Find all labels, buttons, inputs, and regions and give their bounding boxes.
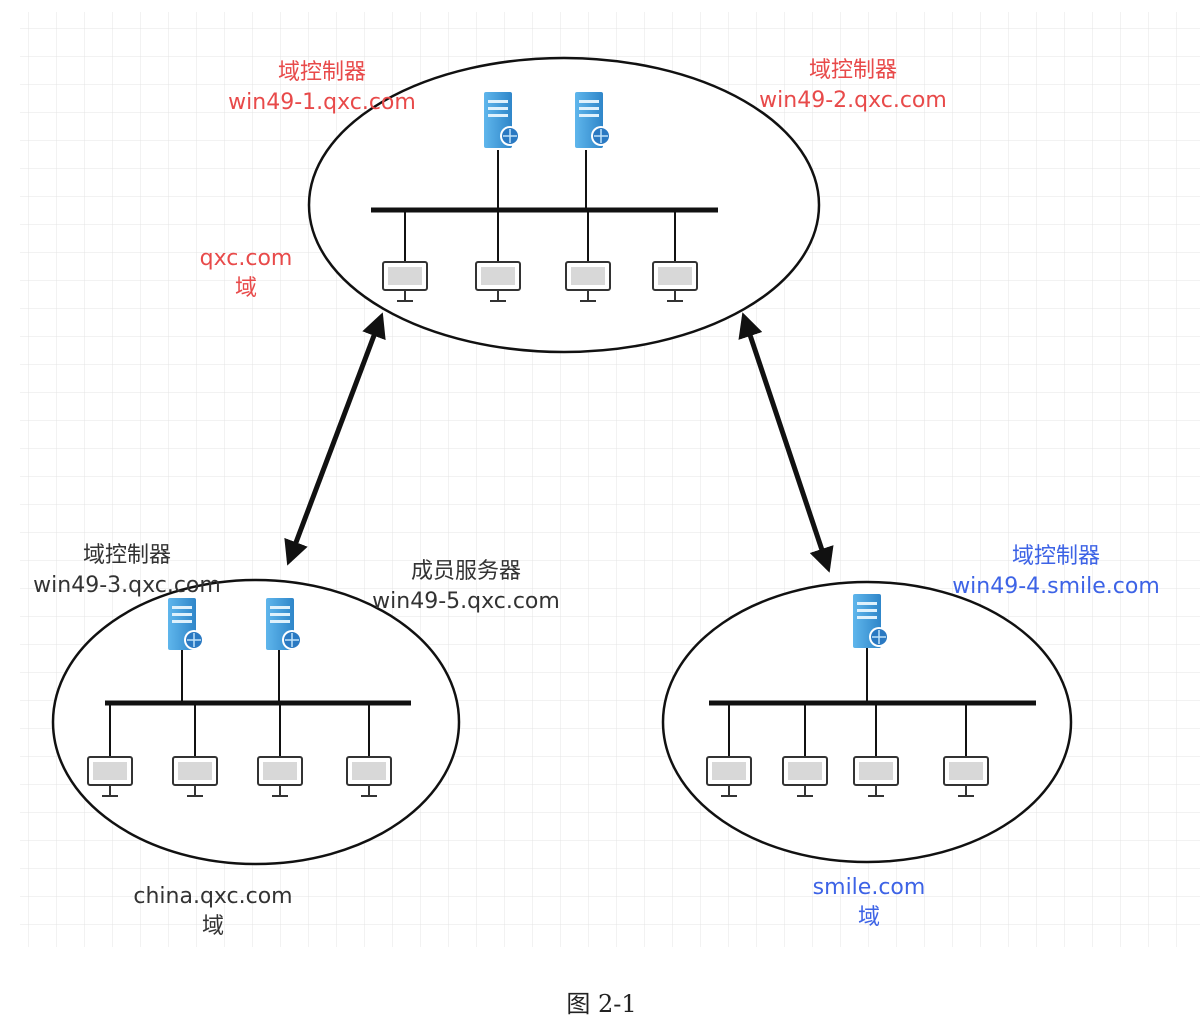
china-domain-ellipse <box>51 578 461 866</box>
server-role: 域控制器 <box>82 543 171 568</box>
figure-caption: 图 2-1 <box>566 990 637 1018</box>
server-role: 域控制器 <box>277 60 366 85</box>
server-icon <box>853 594 889 648</box>
server-role: 成员服务器 <box>410 559 521 584</box>
monitor-icon <box>172 756 218 797</box>
qxc-network <box>371 150 718 262</box>
domain-label-smile: smile.com 域 <box>789 873 949 933</box>
dc-label-win49-1: 域控制器 win49-1.qxc.com <box>222 58 422 118</box>
dc-label-win49-2: 域控制器 win49-2.qxc.com <box>752 56 954 116</box>
domain-suffix: 域 <box>857 905 880 930</box>
smile-domain-ellipse <box>661 580 1073 864</box>
monitor-icon <box>346 756 392 797</box>
dc-label-win49-4: 域控制器 win49-4.smile.com <box>944 542 1168 602</box>
monitor-icon <box>652 261 698 302</box>
server-icon <box>575 92 611 148</box>
server-host: win49-5.qxc.com <box>372 589 560 614</box>
monitor-icon <box>475 261 521 302</box>
monitor-icon <box>853 756 899 797</box>
china-network <box>105 648 411 757</box>
domain-suffix: 域 <box>234 276 257 301</box>
monitor-icon <box>257 756 303 797</box>
domain-suffix: 域 <box>201 914 224 939</box>
monitor-icon <box>943 756 989 797</box>
domain-name: qxc.com <box>199 246 293 271</box>
domain-name: smile.com <box>812 875 926 900</box>
smile-network <box>709 648 1036 757</box>
domain-label-qxc: qxc.com 域 <box>176 244 316 304</box>
server-role: 域控制器 <box>1011 544 1100 569</box>
domain-label-china: china.qxc.com 域 <box>118 882 308 942</box>
monitor-icon <box>565 261 611 302</box>
trust-link-arrow-right <box>738 312 834 573</box>
server-icon <box>484 92 520 148</box>
server-host: win49-2.qxc.com <box>759 88 947 113</box>
server-host: win49-3.qxc.com <box>33 573 221 598</box>
dc-label-win49-3: 域控制器 win49-3.qxc.com <box>26 541 228 601</box>
domain-name: china.qxc.com <box>133 884 293 909</box>
server-icon <box>168 598 204 650</box>
server-role: 域控制器 <box>808 58 897 83</box>
member-server-label-win49-5: 成员服务器 win49-5.qxc.com <box>365 557 567 617</box>
monitor-icon <box>382 261 428 302</box>
monitor-icon <box>782 756 828 797</box>
server-icon <box>266 598 302 650</box>
server-host: win49-1.qxc.com <box>228 90 416 115</box>
monitor-icon <box>87 756 133 797</box>
server-host: win49-4.smile.com <box>952 574 1160 599</box>
trust-link-arrow-left <box>284 312 386 566</box>
monitor-icon <box>706 756 752 797</box>
